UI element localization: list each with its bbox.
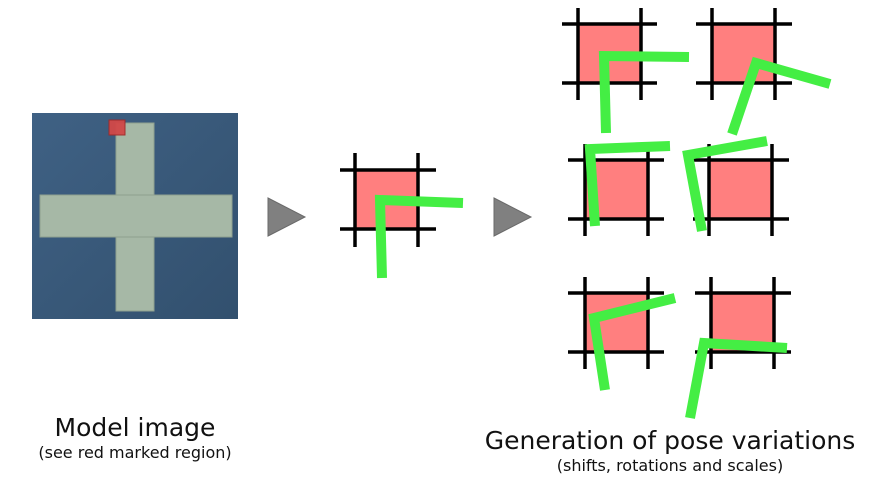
pose-variation bbox=[685, 277, 791, 419]
pose-variation bbox=[696, 8, 832, 136]
pose-variations bbox=[562, 8, 832, 419]
marked-region bbox=[108, 119, 126, 136]
pose-variation bbox=[682, 136, 789, 236]
model-patch bbox=[340, 153, 464, 279]
pose-variation bbox=[562, 8, 690, 134]
pose-variation bbox=[568, 141, 671, 236]
poses-caption: Generation of pose variations (shifts, r… bbox=[470, 426, 870, 476]
model-caption-note: (see red marked region) bbox=[38, 443, 232, 462]
poses-caption-note: (shifts, rotations and scales) bbox=[556, 456, 784, 475]
pose-outline bbox=[374, 194, 464, 279]
model-caption-title: Model image bbox=[54, 413, 216, 442]
model-caption: Model image (see red marked region) bbox=[30, 413, 240, 463]
arrow-right-icon bbox=[267, 197, 307, 237]
model-image bbox=[32, 113, 238, 319]
poses-caption-title: Generation of pose variations bbox=[484, 426, 856, 455]
arrow-right-icon bbox=[493, 197, 533, 237]
pose-variation bbox=[568, 277, 677, 391]
cross-horizontal-bar bbox=[39, 194, 233, 238]
